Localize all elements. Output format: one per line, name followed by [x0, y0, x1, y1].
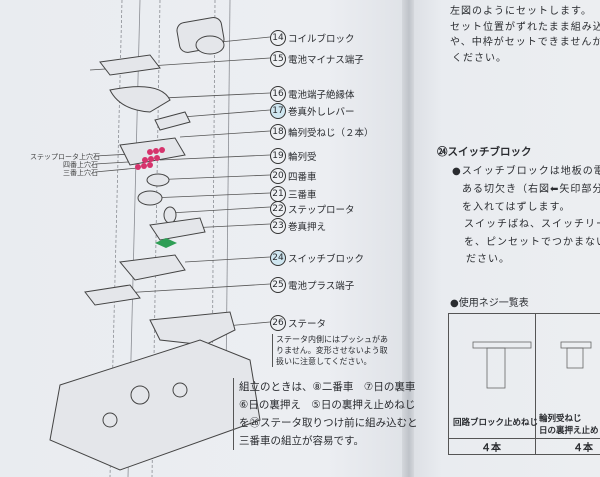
section-line: ●スイッチブロックは地板の電池- [452, 166, 600, 177]
part-name: ステップロータ [288, 205, 355, 216]
right-page [414, 0, 600, 477]
note-line: ステータ内側にはプッシュがあ [276, 335, 388, 344]
jewel-label-fourth: 四番上穴石 [63, 161, 98, 169]
section-line: ださい。 [466, 254, 510, 265]
part-number: 25 [270, 277, 286, 293]
intro-line: セット位置がずれたまま組み込むと [450, 22, 600, 33]
section-line: ある切欠き（右図⬅矢印部分）に [462, 184, 600, 195]
screw-name: 回路ブロック止めねじ [453, 418, 539, 428]
intro-line: ください。 [452, 53, 507, 64]
column-divider [535, 314, 536, 454]
jewel-label-third: 三番上穴石 [63, 169, 98, 177]
part-name: 三番車 [288, 190, 317, 201]
part-number: 17 [270, 103, 286, 119]
part-number: 16 [270, 86, 286, 102]
part-name: 巻真押え [288, 222, 327, 233]
exploded-diagram [49, 0, 271, 477]
row-divider [449, 438, 600, 439]
note-line: 扱いに注意してください。 [276, 357, 372, 366]
note-line: りません。変形させないよう取 [276, 346, 388, 355]
section-line: を、ピンセットでつかまない [464, 237, 600, 248]
page-gutter [402, 0, 416, 477]
part-name: 四番車 [288, 172, 317, 183]
part-name: コイルブロック [288, 34, 355, 45]
part-number: 15 [270, 51, 286, 67]
note-line: 三番車の組立が容易です。 [239, 435, 364, 447]
part-number: 19 [270, 148, 286, 164]
screw-name: 輪列受ねじ [539, 414, 582, 424]
leader-lines [89, 36, 271, 328]
assembly-note: 組立のときは、⑧二番車 ⑦日の裏車 ⑥日の裏押え ⑤日の裏押え止めねじ を㉖ステ… [233, 378, 417, 450]
note-line: を㉖ステータ取りつけ前に組み込むと [239, 417, 417, 429]
screw-table-title: ●使用ネジ一覧表 [450, 298, 529, 309]
intro-line: や、中枠がセットできませんから注 [450, 37, 600, 48]
part-name: 電池マイナス端子 [288, 55, 364, 66]
note-line: ⑥日の裏押え ⑤日の裏押え止めねじ [239, 399, 416, 411]
part-number: 24 [270, 250, 286, 266]
part-name: ステータ [288, 319, 327, 330]
screw-drawings [472, 341, 592, 389]
section-24-heading: ㉔スイッチブロック [437, 146, 532, 158]
jewels-red [135, 147, 165, 170]
part-name: 輪列受 [288, 152, 317, 163]
part-number: 21 [270, 186, 286, 202]
part-drawings [49, 17, 261, 471]
part-name: 電池プラス端子 [288, 281, 355, 292]
screw-name: 日の裏押え止め [539, 426, 599, 436]
section-line: を入れてはずします。 [462, 202, 571, 213]
part-number: 26 [270, 315, 286, 331]
section-line: スイッチばね、スイッチリー [464, 219, 600, 230]
screw-count: ４本 [481, 443, 501, 454]
part-number: 23 [270, 218, 286, 234]
intro-line: 左図のようにセットします。 [450, 6, 592, 17]
jewel-label-step-rotor: ステップロータ上穴石 [30, 153, 100, 161]
part-number: 18 [270, 124, 286, 140]
screw-table: 回路ブロック止めねじ 輪列受ねじ 日の裏押え止め ４本 ４本 [448, 313, 600, 455]
part-name: 輪列受ねじ（２本） [288, 128, 374, 139]
part-name: 巻真外しレバー [288, 107, 355, 118]
stator-note: ステータ内側にはプッシュがあ りません。変形させないよう取 扱いに注意してくださ… [272, 334, 388, 367]
note-line: 組立のときは、⑧二番車 ⑦日の裏車 [239, 381, 416, 393]
screw-count: ４本 [573, 443, 593, 454]
part-number: 22 [270, 201, 286, 217]
part-number: 20 [270, 168, 286, 184]
part-name: 電池端子絶縁体 [288, 90, 355, 101]
part-name: スイッチブロック [288, 254, 365, 265]
jewels-green [155, 238, 177, 248]
part-number: 14 [270, 30, 286, 46]
